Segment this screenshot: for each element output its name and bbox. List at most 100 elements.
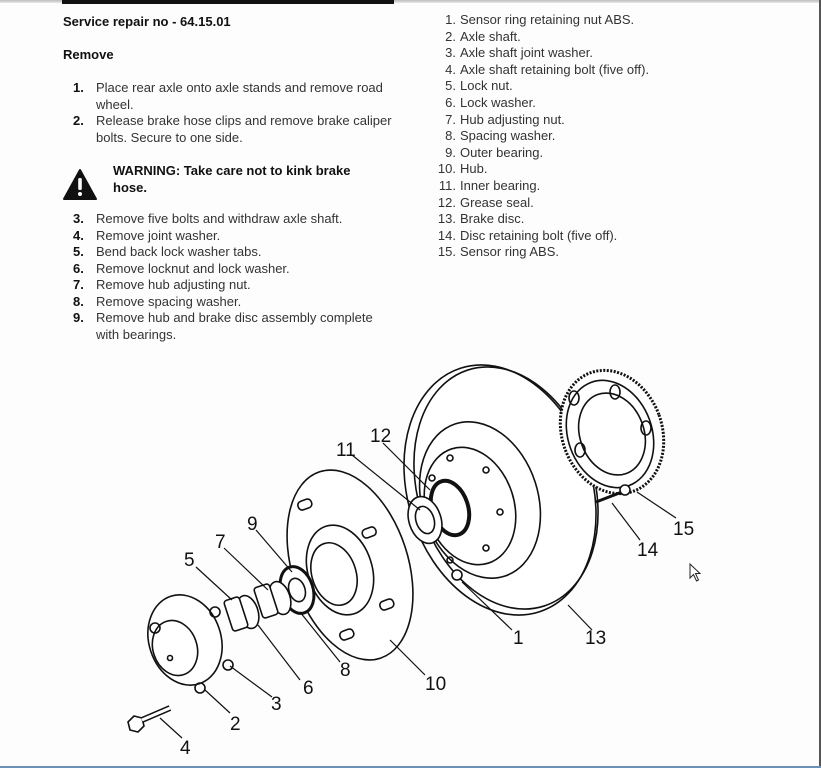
callout-4: 4 — [180, 738, 191, 759]
parts-legend-item: 9.Outer bearing. — [428, 145, 649, 162]
parts-legend-item: 1.Sensor ring retaining nut ABS. — [428, 12, 649, 29]
warning-box: WARNING: Take care not to kink brake hos… — [63, 162, 383, 202]
part-name: Disc retaining bolt (five off). — [460, 227, 618, 243]
part-name: Sensor ring ABS. — [460, 244, 559, 260]
step-text: Remove hub and brake disc assembly compl… — [96, 310, 373, 342]
section-heading-remove: Remove — [63, 47, 114, 62]
step-number: 8. — [73, 293, 84, 309]
part-name: Axle shaft retaining bolt (five off). — [460, 61, 650, 77]
step-text: Place rear axle onto axle stands and rem… — [96, 80, 383, 112]
part-number: 10. — [437, 161, 456, 177]
parts-legend-item: 6.Lock washer. — [428, 95, 649, 112]
part-name: Brake disc. — [460, 211, 525, 227]
step-number: 7. — [73, 277, 84, 292]
sensor-ring-drawing — [558, 368, 666, 496]
part-name: Grease seal. — [460, 194, 534, 210]
mouse-pointer-icon — [689, 563, 702, 582]
step-text: Bend back lock washer tabs. — [96, 244, 262, 259]
part-number: 7. — [445, 111, 456, 127]
procedure-steps-part-1: 1. Place rear axle onto axle stands and … — [73, 80, 393, 146]
part-number: 5. — [445, 78, 456, 94]
part-name: Axle shaft. — [460, 28, 521, 44]
procedure-steps-part-2: 3. Remove five bolts and withdraw axle sh… — [73, 211, 393, 343]
step-number: 4. — [73, 227, 84, 243]
parts-legend: 1.Sensor ring retaining nut ABS. 2.Axle … — [428, 12, 649, 261]
parts-legend-item: 12.Grease seal. — [428, 195, 649, 212]
disc-bolt-drawing — [595, 484, 631, 504]
axle-bolt-drawing — [127, 705, 172, 733]
warning-text: WARNING: Take care not to kink brake hos… — [113, 163, 351, 195]
part-number: 11. — [438, 177, 456, 193]
parts-legend-item: 14.Disc retaining bolt (five off). — [428, 228, 649, 245]
header-rule — [62, 0, 394, 4]
parts-legend-item: 11.Inner bearing. — [428, 178, 649, 195]
axle-shaft-drawing — [147, 594, 234, 694]
callout-12: 12 — [370, 426, 391, 447]
procedure-step: 3. Remove five bolts and withdraw axle sh… — [73, 211, 393, 228]
hub-drawing — [286, 469, 414, 661]
part-name: Hub. — [460, 161, 488, 177]
step-number: 1. — [73, 80, 84, 95]
part-name: Lock nut. — [460, 78, 513, 94]
callout-leader-lines — [159, 442, 677, 739]
procedure-step: 7. Remove hub adjusting nut. — [73, 277, 393, 294]
parts-legend-item: 13.Brake disc. — [428, 211, 649, 228]
step-text: Remove spacing washer. — [96, 293, 242, 309]
step-text: Remove locknut and lock washer. — [96, 260, 290, 276]
part-name: Hub adjusting nut. — [460, 111, 565, 127]
parts-legend-item: 5.Lock nut. — [428, 78, 649, 95]
callout-7: 7 — [215, 532, 226, 553]
part-number: 13. — [437, 211, 456, 227]
part-number: 8. — [445, 128, 456, 144]
part-number: 2. — [445, 28, 456, 44]
parts-legend-item: 2.Axle shaft. — [428, 29, 649, 46]
parts-legend-item: 3.Axle shaft joint washer. — [428, 45, 649, 62]
callout-13: 13 — [585, 628, 606, 649]
parts-legend-item: 4.Axle shaft retaining bolt (five off). — [428, 62, 649, 79]
step-number: 3. — [73, 211, 84, 226]
window-right-edge — [819, 0, 821, 766]
sensor-ring-nut-drawing — [451, 569, 463, 581]
procedure-step: 8. Remove spacing washer. — [73, 294, 393, 311]
callout-8: 8 — [340, 660, 351, 681]
callout-9: 9 — [247, 514, 258, 535]
step-number: 6. — [73, 260, 84, 276]
part-name: Spacing washer. — [460, 128, 556, 144]
part-name: Outer bearing. — [460, 144, 544, 160]
procedure-step: 6. Remove locknut and lock washer. — [73, 261, 393, 278]
warning-triangle-icon — [63, 169, 97, 200]
inner-bearing-drawing — [407, 478, 472, 545]
part-number: 9. — [445, 144, 456, 160]
callout-1: 1 — [513, 628, 524, 649]
window-bottom-edge — [0, 766, 821, 768]
part-number: 14. — [437, 227, 456, 243]
part-name: Inner bearing. — [460, 177, 541, 193]
parts-legend-item: 8.Spacing washer. — [428, 128, 649, 145]
procedure-step: 5. Bend back lock washer tabs. — [73, 244, 393, 261]
callout-6: 6 — [303, 678, 314, 699]
bearing-nut-stack-drawing — [223, 565, 316, 632]
procedure-step: 4. Remove joint washer. — [73, 228, 393, 245]
step-text: Remove hub adjusting nut. — [96, 277, 251, 292]
part-number: 3. — [445, 45, 456, 61]
step-number: 5. — [73, 244, 84, 259]
callout-14: 14 — [637, 540, 659, 561]
parts-legend-item: 15.Sensor ring ABS. — [428, 244, 649, 261]
part-number: 12. — [437, 194, 456, 210]
step-text: Release brake hose clips and remove brak… — [96, 113, 392, 145]
step-number: 9. — [73, 310, 84, 325]
parts-legend-item: 7.Hub adjusting nut. — [428, 112, 649, 129]
step-text: Remove five bolts and withdraw axle shaf… — [96, 211, 343, 226]
service-repair-title: Service repair no - 64.15.01 — [63, 14, 231, 29]
callout-11: 11 — [336, 440, 356, 461]
callout-2: 2 — [230, 714, 241, 735]
part-name: Lock washer. — [460, 94, 536, 110]
part-number: 15. — [437, 244, 456, 260]
step-number: 2. — [73, 113, 84, 128]
callout-10: 10 — [425, 674, 446, 695]
procedure-step: 1. Place rear axle onto axle stands and … — [73, 80, 393, 113]
parts-legend-item: 10.Hub. — [428, 161, 649, 178]
step-text: Remove joint washer. — [96, 227, 221, 243]
part-number: 6. — [445, 94, 456, 110]
